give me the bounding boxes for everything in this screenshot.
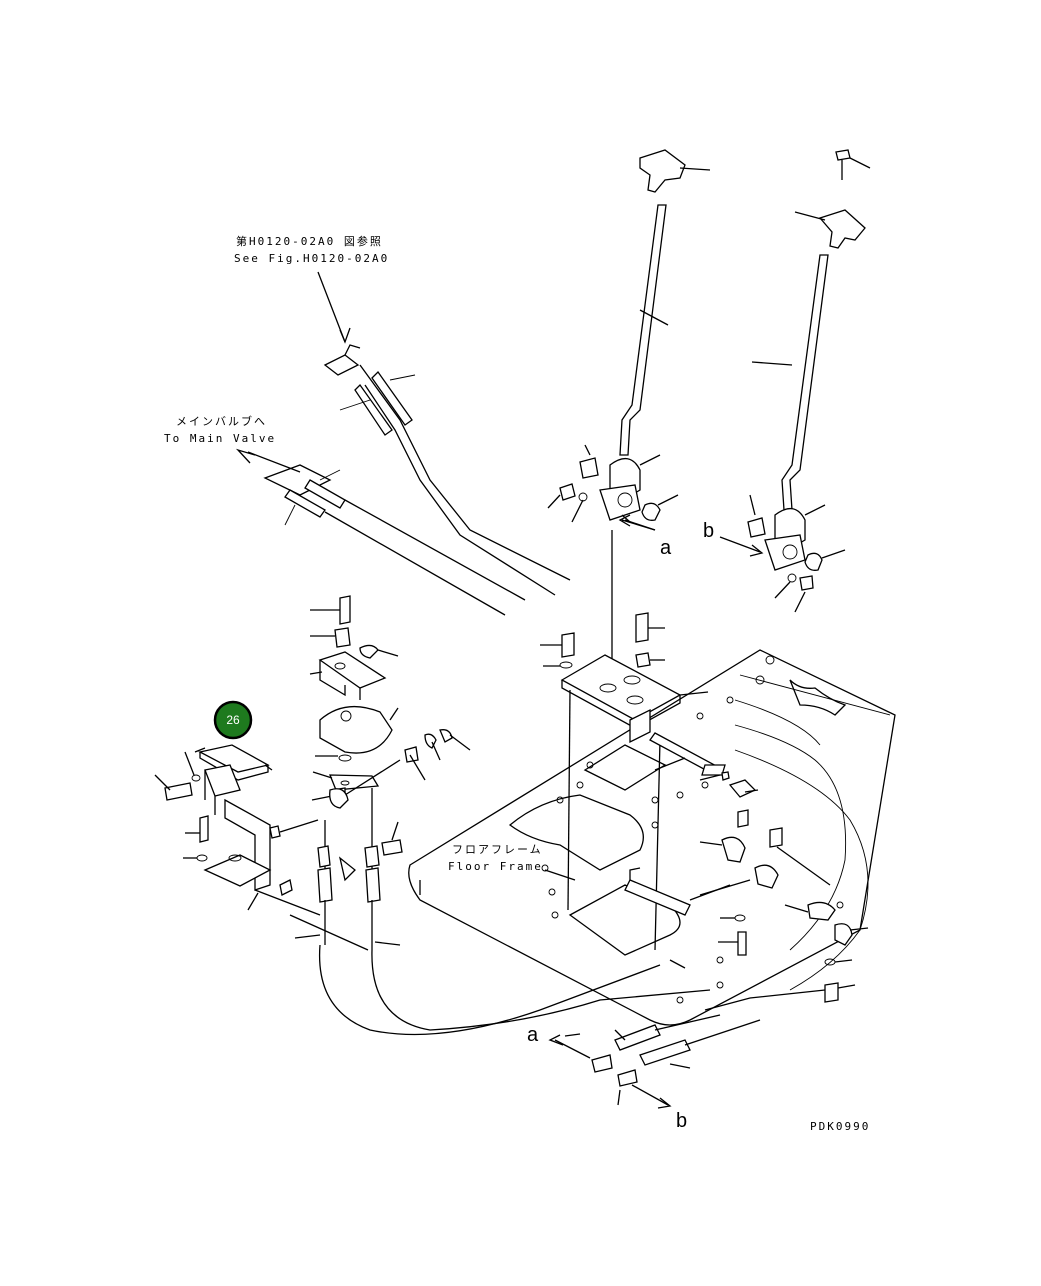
- floor-frame-label-en: Floor Frame: [448, 860, 543, 873]
- control-lever-right: [719, 149, 871, 613]
- callout-number: 26: [226, 713, 240, 727]
- reference-a-bottom: a: [527, 1024, 539, 1046]
- floor-frame: [408, 649, 896, 1026]
- control-lever-left: [547, 149, 711, 670]
- control-cables-bottom: [294, 845, 761, 1109]
- callout-circle: [213, 700, 253, 740]
- control-cables-top: [235, 271, 571, 616]
- lever-mounting-plate: [540, 612, 709, 951]
- center-hardware: [544, 732, 869, 1011]
- main-valve-label-en: To Main Valve: [164, 432, 276, 445]
- see-fig-label-en: See Fig.H0120-02A0: [234, 252, 389, 265]
- main-valve-label-jp: メインバルブへ: [176, 414, 267, 428]
- reference-b-top: b: [703, 520, 714, 542]
- floor-frame-label-jp: フロアフレーム: [452, 843, 543, 856]
- reference-b-bottom: b: [676, 1110, 687, 1132]
- reference-a-top: a: [660, 537, 672, 559]
- bracket-part-26: [154, 744, 349, 916]
- drawing-code: PDK0990: [810, 1120, 870, 1133]
- arrow-a-top: [618, 514, 656, 531]
- callout-badge-26[interactable]: 26: [213, 700, 253, 740]
- see-fig-label-jp: 第H0120-02A0 図参照: [236, 234, 383, 248]
